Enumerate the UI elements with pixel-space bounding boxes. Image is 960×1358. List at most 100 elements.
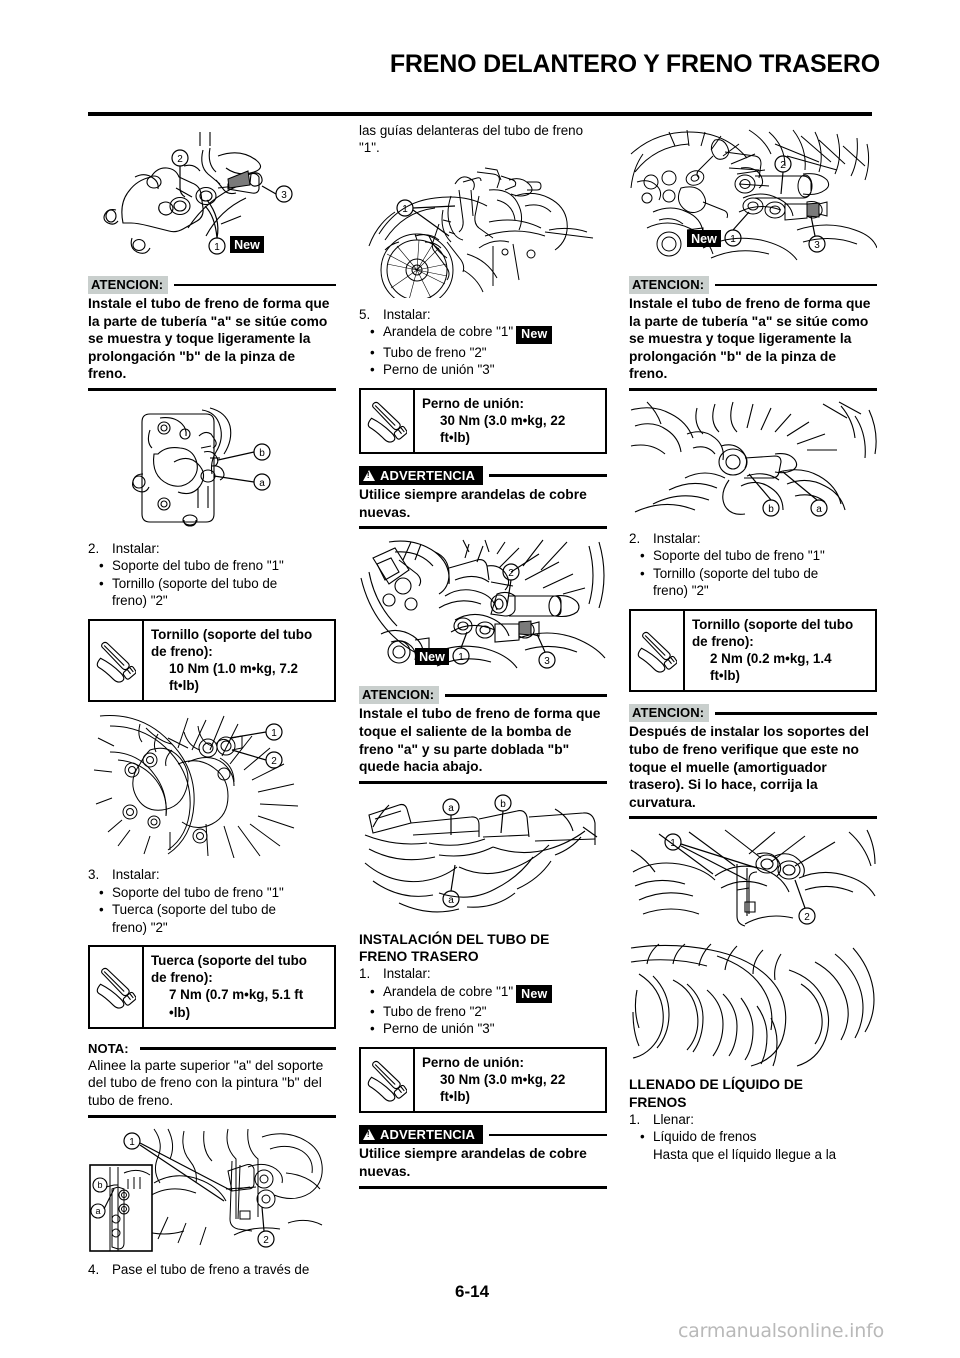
svg-text:1: 1: [730, 234, 736, 245]
caution-text: Instale el tubo de freno de forma que to…: [359, 706, 601, 775]
warning-text: Utilice siempre arandelas de cobre nueva…: [359, 487, 587, 520]
three-column-body: 2 3 1 New ATENCION: Instale el tubo de f: [88, 122, 878, 1277]
caution-hose-position-front: ATENCION: Instale el tubo de freno de fo…: [88, 276, 336, 391]
svg-text:1: 1: [402, 204, 408, 215]
note-text: Alinee la parte superior "a" del soporte…: [88, 1057, 324, 1109]
caution-bottom-rule: [88, 387, 336, 391]
torque-wrench-icon: [361, 389, 415, 453]
column-1: 2 3 1 New ATENCION: Instale el tubo de f: [88, 122, 336, 1278]
warning-copper-washers-rear: ADVERTENCIA Utilice siempre arandelas de…: [359, 1125, 607, 1189]
caution-check-spring-clearance: ATENCION: Después de instalar los soport…: [629, 704, 877, 820]
caution-label: ATENCION:: [359, 686, 440, 705]
step-title: Instalar:: [112, 540, 160, 556]
svg-text:2: 2: [804, 912, 810, 923]
section-heading-brake-fluid-fill: LLENADO DE LÍQUIDO DE FRENOS: [629, 1077, 803, 1110]
caution-label: ATENCION:: [88, 276, 169, 294]
step-item-continuation: Hasta que el líquido llegue a la: [653, 1146, 837, 1162]
svg-text:a: a: [259, 478, 265, 489]
step-item-continuation: freno) "2": [112, 919, 168, 935]
step-number: 1.: [629, 1111, 641, 1127]
site-watermark: carmanualsonline.info: [677, 1320, 884, 1342]
svg-text:1: 1: [214, 242, 220, 253]
torque-spec-value: Tornillo (soporte del tubo de freno): 2 …: [692, 616, 854, 684]
warning-rule: [489, 474, 607, 477]
figure-front-fork-brake-hose-holder-detail: 1 2: [88, 1127, 336, 1253]
warning-bottom-rule: [359, 1185, 607, 1189]
warning-text: Utilice siempre arandelas de cobre nueva…: [359, 1146, 587, 1180]
step-title: Llenar:: [653, 1111, 694, 1127]
warning-triangle-icon: [363, 470, 375, 482]
svg-text:1: 1: [670, 838, 676, 849]
step-3-install-front-nut: 3. Instalar: •Soporte del tubo de freno …: [88, 866, 336, 936]
continuation-text: las guías delanteras del tubo de freno "…: [359, 123, 584, 156]
step-number: 4.: [88, 1261, 100, 1277]
step-item: Tubo de freno "2": [383, 344, 487, 360]
svg-text:b: b: [500, 799, 506, 810]
caution-rule: [445, 694, 607, 697]
caution-hose-position-rear: ATENCION: Instale el tubo de freno de fo…: [629, 276, 877, 391]
svg-text:a: a: [448, 895, 454, 906]
torque-spec-screw-front: Tornillo (soporte del tubo de freno): 10…: [88, 618, 336, 703]
caution-label: ATENCION:: [629, 276, 710, 294]
caution-bottom-rule: [629, 816, 877, 820]
note-bottom-rule: [88, 1114, 336, 1118]
column-2: las guías delanteras del tubo de freno "…: [359, 122, 607, 1198]
svg-text:2: 2: [263, 1235, 269, 1246]
torque-wrench-icon: [90, 947, 144, 1027]
step-item-continuation: freno) "2": [653, 583, 709, 599]
figure-brake-hose-bend-orientation: a b a: [359, 793, 607, 923]
warning-triangle-icon: [363, 1129, 375, 1141]
figure-front-wheel-brake-hose-holder: 1 2: [88, 708, 336, 859]
step-item: Tuerca (soporte del tubo de: [112, 902, 277, 918]
step-4-route-hose: 4. Pase el tubo de freno a través de: [88, 1261, 336, 1278]
warning-rule: [489, 1133, 607, 1137]
svg-text:3: 3: [544, 656, 550, 667]
caution-rule: [715, 712, 877, 715]
step-2-install-front-holder: 2. Instalar: •Soporte del tubo de freno …: [88, 540, 336, 610]
figure-brake-caliper-hose-position: b a: [88, 400, 336, 532]
step-1-install-rear-union-bolt: 1. Instalar: •Arandela de cobre "1"New •…: [359, 965, 607, 1038]
step-title: Instalar:: [383, 966, 431, 982]
step-number: 3.: [88, 867, 100, 883]
svg-text:New: New: [691, 232, 717, 246]
page-title: FRENO DELANTERO Y FRENO TRASERO: [389, 50, 880, 78]
figure-rear-brake-hose-routing-detail: [629, 940, 877, 1068]
step-5-install-union-bolt: 5. Instalar: •Arandela de cobre "1"New •…: [359, 306, 607, 379]
svg-text:2: 2: [177, 154, 183, 165]
svg-text:a: a: [95, 1206, 100, 1216]
svg-text:1: 1: [129, 1137, 135, 1148]
svg-text:3: 3: [814, 240, 820, 251]
step-1-fill-brake-fluid: 1. Llenar: •Líquido de frenos Hasta que …: [629, 1111, 877, 1163]
svg-text:b: b: [97, 1180, 102, 1190]
step-item: Tubo de freno "2": [383, 1004, 487, 1020]
torque-spec-value: Perno de unión: 30 Nm (3.0 m•kg, 22 ft•l…: [422, 1054, 566, 1105]
new-part-tag: New: [516, 985, 553, 1004]
warning-label: ADVERTENCIA: [359, 1125, 483, 1145]
caution-label: ATENCION:: [629, 704, 710, 723]
step-item: Soporte del tubo de freno "1": [112, 884, 284, 900]
svg-text:b: b: [259, 448, 265, 459]
step-item: Tornillo (soporte del tubo de: [112, 575, 278, 591]
step-item: Soporte del tubo de freno "1": [112, 558, 284, 574]
torque-spec-value: Tornillo (soporte del tubo de freno): 10…: [151, 626, 313, 694]
warning-bottom-rule: [359, 526, 607, 530]
figure-rear-swingarm-brake-hose-holders: 1 2: [629, 828, 877, 932]
caution-bottom-rule: [359, 780, 607, 784]
step-title: Instalar:: [383, 306, 431, 322]
torque-spec-screw-rear: Tornillo (soporte del tubo de freno): 2 …: [629, 608, 877, 693]
step-number: 5.: [359, 306, 371, 322]
figure-motorcycle-front-brake-hose-routing: 1: [359, 166, 607, 298]
column-3: 2 1 3 New ATENCION: Instale el tubo de f: [629, 122, 877, 1172]
caution-text: Instale el tubo de freno de forma que la…: [88, 296, 330, 382]
section-heading-rear-hose-install: INSTALACIÓN DEL TUBO DE FRENO TRASERO: [359, 931, 550, 964]
step-number: 2.: [88, 540, 100, 556]
step-text: Pase el tubo de freno a través de: [112, 1261, 310, 1277]
step-title: Instalar:: [653, 530, 701, 546]
step-item: Tornillo (soporte del tubo de: [653, 565, 819, 581]
note-align-holder: NOTA: Alinee la parte superior "a" del s…: [88, 1041, 336, 1118]
step-number: 2.: [629, 530, 641, 546]
torque-wrench-icon: [631, 610, 685, 691]
step-2-install-rear-holder: 2. Instalar: •Soporte del tubo de freno …: [629, 530, 877, 600]
svg-text:New: New: [234, 238, 260, 252]
